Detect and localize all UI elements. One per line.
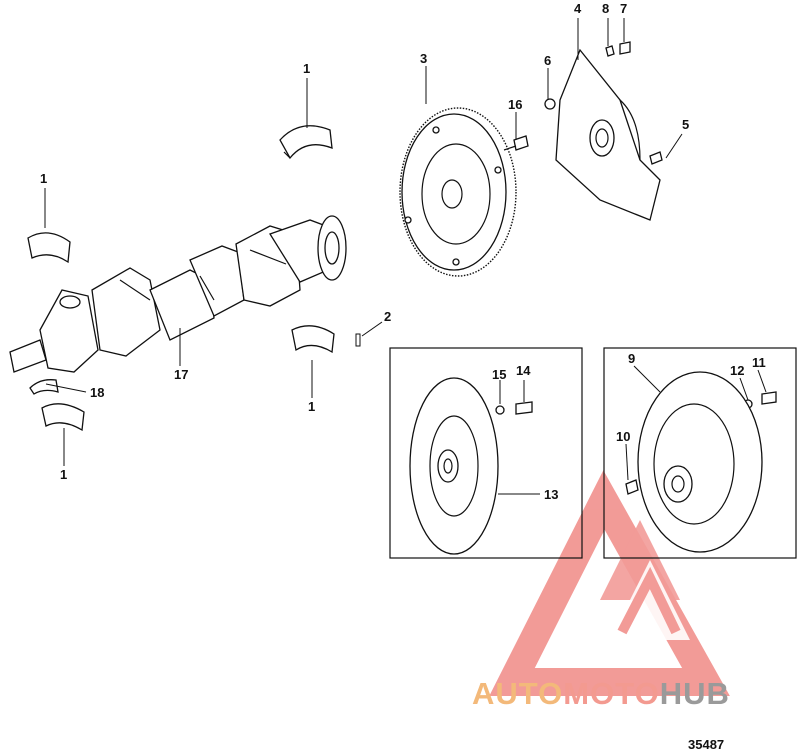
flywheel	[399, 107, 517, 277]
crankshaft	[9, 215, 347, 373]
callout-8: 8	[602, 1, 610, 16]
callout-1-upper: 1	[303, 61, 311, 76]
watermark-hub: HUB	[659, 676, 730, 711]
callout-7: 7	[620, 1, 628, 16]
callout-10: 10	[616, 429, 631, 444]
flex-plate	[555, 48, 661, 221]
callout-3: 3	[420, 51, 428, 66]
callout-13: 13	[544, 487, 559, 502]
callout-1-lower-left: 1	[60, 467, 68, 482]
figure-number: 35487	[688, 737, 725, 752]
callout-17: 17	[174, 367, 189, 382]
bearing-shell-upper	[279, 125, 333, 160]
damper-plate	[637, 371, 763, 553]
callout-6: 6	[544, 53, 552, 68]
fasteners	[495, 41, 777, 495]
callout-9: 9	[628, 351, 636, 366]
bearing-shell-center	[291, 325, 335, 354]
bearing-shell-lower-left	[41, 403, 85, 432]
leader-lines	[44, 18, 767, 495]
damper-plate-group-box	[603, 347, 797, 559]
watermark-auto: AUTO	[472, 676, 564, 711]
callout-16: 16	[508, 97, 523, 112]
dowel-pin	[355, 333, 361, 347]
callout-12: 12	[730, 363, 745, 378]
thrust-washer	[29, 379, 59, 395]
callout-1-left: 1	[40, 171, 48, 186]
callout-5: 5	[682, 117, 690, 132]
clutch-disc-group-box	[389, 347, 583, 559]
clutch-disc	[409, 377, 499, 555]
bearing-shell-left	[27, 232, 71, 264]
watermark-logo	[489, 470, 730, 696]
callout-11: 11	[752, 355, 766, 370]
callout-4: 4	[574, 1, 582, 16]
callout-14: 14	[516, 363, 531, 378]
watermark-moto: MOTO	[563, 676, 660, 711]
callout-2: 2	[384, 309, 392, 324]
callout-1-center: 1	[308, 399, 316, 414]
callout-15: 15	[492, 367, 507, 382]
callout-18: 18	[90, 385, 105, 400]
watermark-text: AUTOMOTOHUB	[472, 676, 730, 712]
